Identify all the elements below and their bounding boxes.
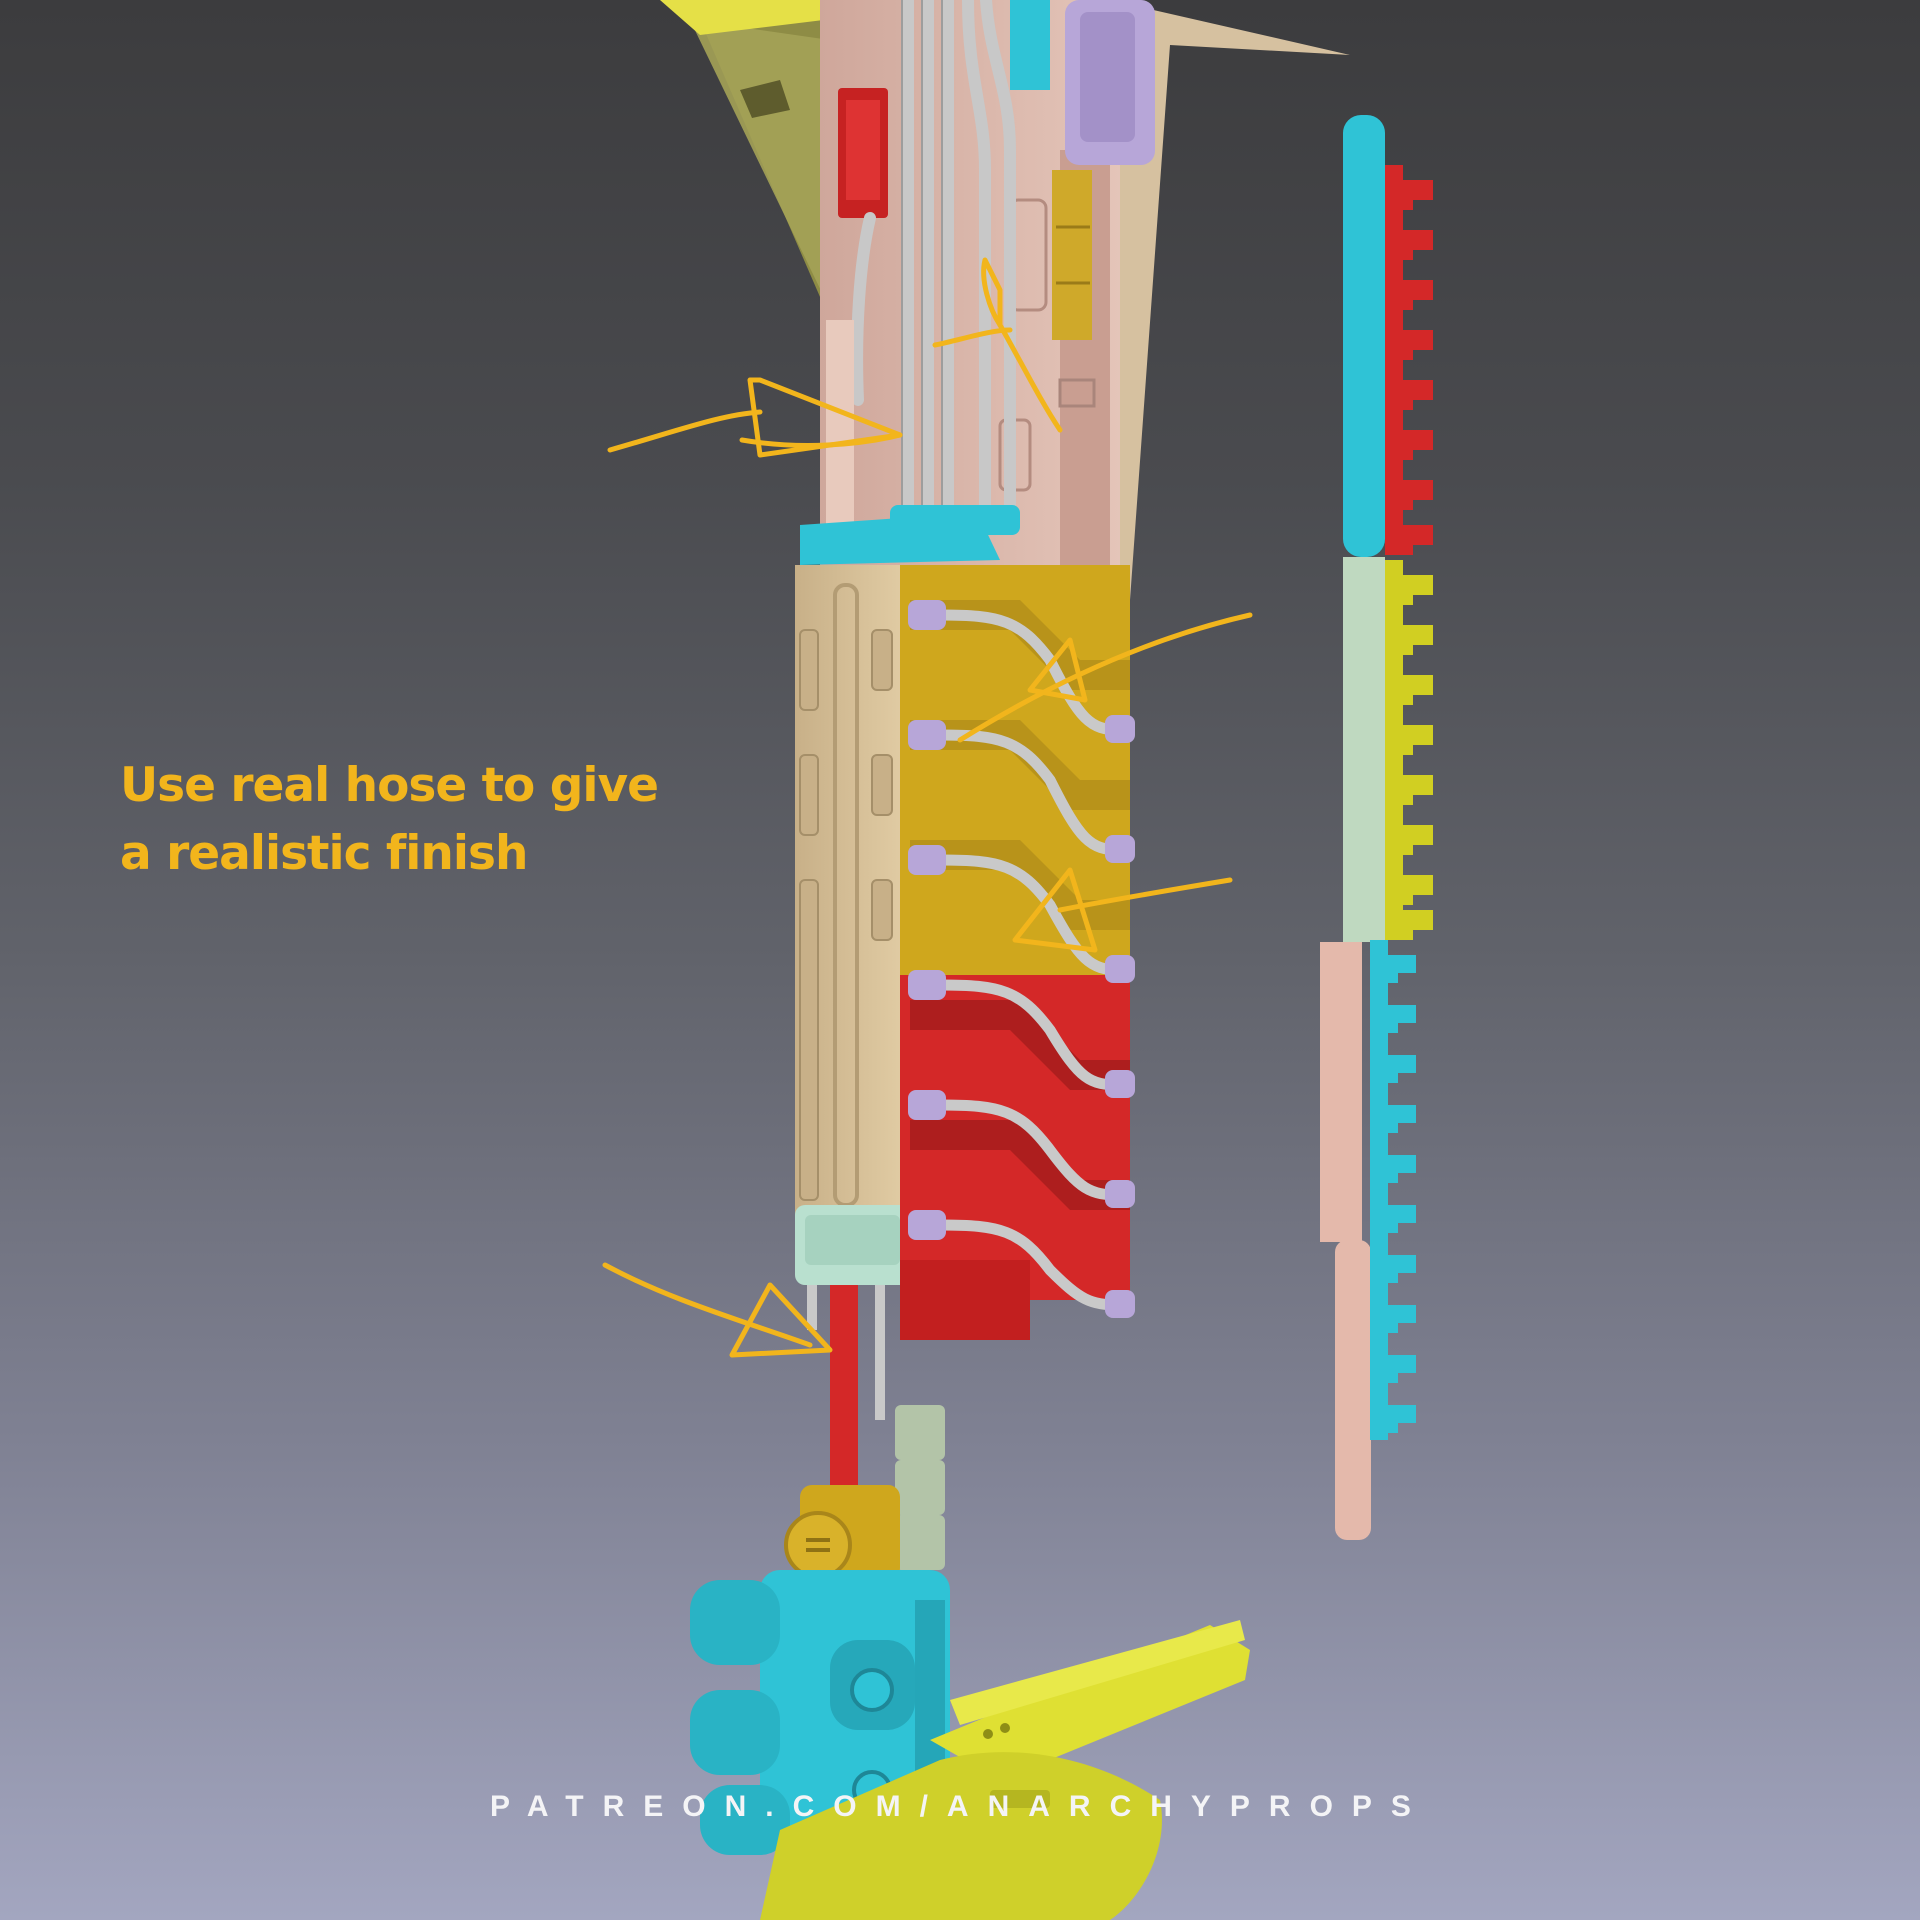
hose-channel-body (800, 0, 1155, 580)
tan-grip-rail (795, 565, 910, 1285)
red-fin-section (900, 975, 1130, 1340)
annotation-text: Use real hose to give a realistic finish (120, 752, 680, 888)
lime-base-plate (760, 1620, 1250, 1920)
exploded-fin-strip (1320, 115, 1433, 1540)
lower-assembly (690, 1285, 950, 1855)
coiled-hoses (908, 600, 1135, 1318)
patreon-watermark: PATREON.COM/ANARCHYPROPS (490, 1790, 1430, 1823)
annotation-line-2: a realistic finish (120, 826, 528, 881)
annotation-arrows (602, 257, 1253, 1358)
annotation-line-1: Use real hose to give (120, 758, 659, 813)
